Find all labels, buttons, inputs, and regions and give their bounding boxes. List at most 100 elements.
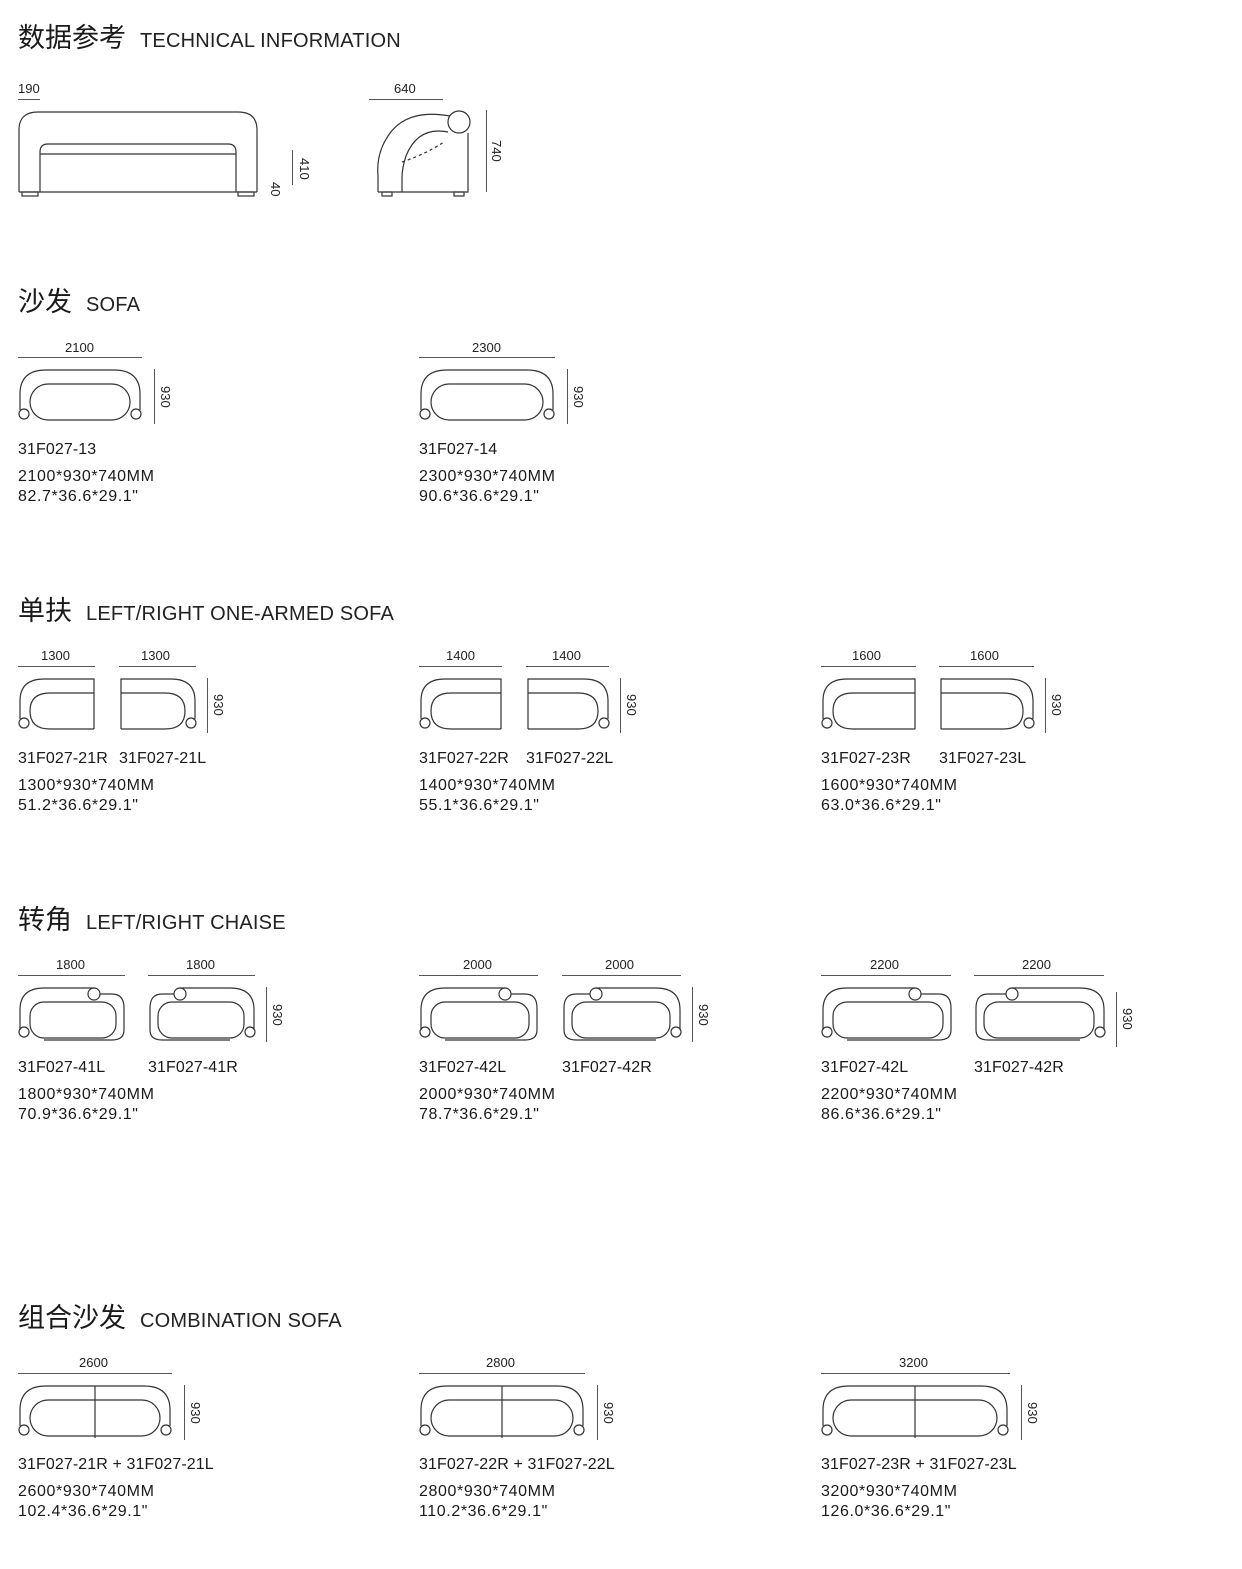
onearm-1-depth-label: 930	[211, 694, 226, 716]
front-view-drawing	[18, 111, 258, 197]
combo-1-width-line	[18, 1373, 172, 1374]
combo-2-width-label: 2800	[486, 1355, 515, 1370]
sofa-1-mm: 2100*930*740MM	[18, 468, 155, 485]
chaise-2-depth-label: 930	[696, 1004, 711, 1026]
sofa-2-width-label: 2300	[472, 340, 501, 355]
sofa-2-depth-line	[567, 369, 568, 424]
onearm-3-right-plan	[821, 678, 916, 730]
chaise-3-left-plan	[821, 987, 952, 1041]
chaise-2-w2-line	[562, 975, 681, 976]
onearm-2-right-plan	[419, 678, 502, 730]
onearm-2-code2: 31F027-22L	[526, 750, 614, 767]
chaise-2-w1-line	[419, 975, 538, 976]
front-leg-label: 40	[268, 182, 283, 197]
front-height-label: 410	[297, 158, 312, 180]
onearm-3-w2-label: 1600	[970, 648, 999, 663]
combo-3-width-label: 3200	[899, 1355, 928, 1370]
onearm-1-w2-line	[119, 666, 196, 667]
onearm-1-w2-label: 1300	[141, 648, 170, 663]
onearm-3-w2-line	[939, 666, 1034, 667]
onearm-1-inch: 51.2*36.6*29.1"	[18, 797, 139, 814]
chaise-1-depth-label: 930	[270, 1004, 285, 1026]
sofa-1-width-label: 2100	[65, 340, 94, 355]
chaise-3-inch: 86.6*36.6*29.1"	[821, 1106, 942, 1123]
onearm-3-left-plan	[940, 678, 1035, 730]
combo-heading-cn: 组合沙发	[18, 1303, 126, 1334]
combo-1-plan	[18, 1385, 172, 1438]
chaise-2-left-plan	[419, 987, 538, 1041]
combo-1-mm: 2600*930*740MM	[18, 1483, 155, 1500]
combo-3-inch: 126.0*36.6*29.1"	[821, 1503, 952, 1520]
chaise-3-w1-line	[821, 975, 951, 976]
chaise-2-code2: 31F027-42R	[562, 1059, 652, 1076]
sofa-1-inch: 82.7*36.6*29.1"	[18, 488, 139, 505]
chaise-3-code1: 31F027-42L	[821, 1059, 909, 1076]
combo-1-depth-label: 930	[188, 1402, 203, 1424]
side-view-drawing	[377, 110, 471, 197]
chaise-1-code2: 31F027-41R	[148, 1059, 238, 1076]
chaise-1-w2-line	[148, 975, 255, 976]
combo-3-mm: 3200*930*740MM	[821, 1483, 958, 1500]
combo-2-mm: 2800*930*740MM	[419, 1483, 556, 1500]
onearm-2-w1-line	[419, 666, 502, 667]
chaise-1-depth-line	[266, 987, 267, 1042]
combo-2-plan	[419, 1385, 585, 1438]
combo-1-code: 31F027-21R + 31F027-21L	[18, 1456, 214, 1473]
chaise-3-mm: 2200*930*740MM	[821, 1086, 958, 1103]
onearm-3-w1-line	[821, 666, 916, 667]
combo-2-code: 31F027-22R + 31F027-22L	[419, 1456, 615, 1473]
sofa-2-plan	[419, 369, 555, 421]
chaise-1-mm: 1800*930*740MM	[18, 1086, 155, 1103]
chaise-2-right-plan	[563, 987, 682, 1041]
chaise-2-inch: 78.7*36.6*29.1"	[419, 1106, 540, 1123]
sofa-heading-cn: 沙发	[18, 287, 72, 318]
chaise-heading-cn: 转角	[18, 905, 72, 936]
chaise-1-code1: 31F027-41L	[18, 1059, 106, 1076]
chaise-2-depth-line	[692, 987, 693, 1042]
chaise-1-left-plan	[18, 987, 125, 1041]
onearm-2-mm: 1400*930*740MM	[419, 777, 556, 794]
combo-3-code: 31F027-23R + 31F027-23L	[821, 1456, 1017, 1473]
onearm-1-depth-line	[207, 678, 208, 733]
onearm-3-mm: 1600*930*740MM	[821, 777, 958, 794]
chaise-2-w2-label: 2000	[605, 957, 634, 972]
combo-2-depth-line	[597, 1385, 598, 1440]
side-width-label: 640	[394, 81, 416, 96]
side-height-line	[486, 110, 487, 192]
onearm-3-depth-line	[1045, 678, 1046, 733]
chaise-heading-en: LEFT/RIGHT CHAISE	[86, 912, 286, 934]
sofa-1-width-line	[18, 357, 142, 358]
onearm-1-w1-line	[18, 666, 95, 667]
onearm-2-w2-label: 1400	[552, 648, 581, 663]
chaise-3-w2-line	[974, 975, 1104, 976]
combo-3-depth-label: 930	[1025, 1402, 1040, 1424]
technical-heading-en: TECHNICAL INFORMATION	[140, 30, 401, 52]
chaise-1-w2-label: 1800	[186, 957, 215, 972]
onearm-2-code1: 31F027-22R	[419, 750, 509, 767]
combo-1-width-label: 2600	[79, 1355, 108, 1370]
onearm-3-code1: 31F027-23R	[821, 750, 911, 767]
onearm-heading-en: LEFT/RIGHT ONE-ARMED SOFA	[86, 603, 394, 625]
sofa-1-depth-line	[154, 369, 155, 424]
sofa-2-code: 31F027-14	[419, 441, 498, 458]
sofa-1-plan	[18, 369, 142, 421]
chaise-1-right-plan	[149, 987, 256, 1041]
chaise-2-w1-label: 2000	[463, 957, 492, 972]
technical-heading-cn: 数据参考	[18, 23, 126, 54]
sofa-2-mm: 2300*930*740MM	[419, 468, 556, 485]
onearm-3-code2: 31F027-23L	[939, 750, 1027, 767]
chaise-1-inch: 70.9*36.6*29.1"	[18, 1106, 139, 1123]
combo-1-depth-line	[184, 1385, 185, 1440]
chaise-heading: 转角 LEFT/RIGHT CHAISE	[18, 898, 286, 937]
chaise-3-code2: 31F027-42R	[974, 1059, 1064, 1076]
chaise-3-depth-line	[1116, 992, 1117, 1047]
chaise-2-code1: 31F027-42L	[419, 1059, 507, 1076]
onearm-1-code2: 31F027-21L	[119, 750, 207, 767]
front-height-line	[292, 150, 293, 185]
onearm-1-right-plan	[18, 678, 95, 730]
onearm-2-left-plan	[527, 678, 610, 730]
front-width-line	[18, 99, 40, 100]
sofa-2-inch: 90.6*36.6*29.1"	[419, 488, 540, 505]
